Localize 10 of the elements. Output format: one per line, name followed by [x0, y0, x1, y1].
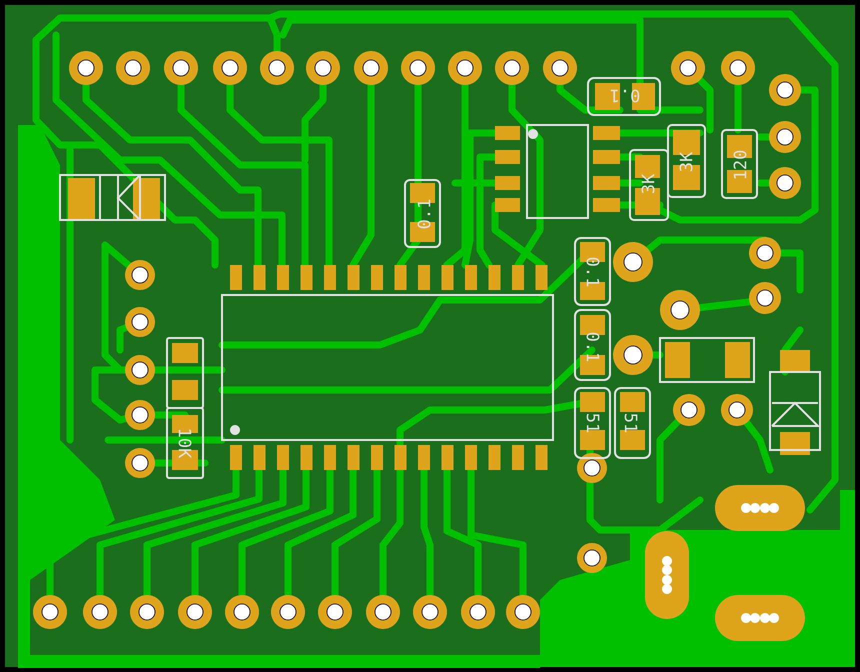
silkscreen-label: 120 [734, 150, 746, 178]
silkscreen-label: 0.1 [418, 200, 430, 228]
silkscreen-label: 0.1 [586, 332, 600, 362]
silkscreen-label: 51 [586, 414, 600, 432]
silkscreen-label: 51 [624, 414, 638, 432]
silkscreen-label: 0.1 [586, 258, 600, 286]
silkscreen-label: 10K [178, 430, 192, 458]
silkscreen-label: 0.1 [610, 90, 640, 102]
silkscreen-label: 3K [642, 174, 654, 194]
silkscreen-label: 3K [680, 152, 692, 172]
